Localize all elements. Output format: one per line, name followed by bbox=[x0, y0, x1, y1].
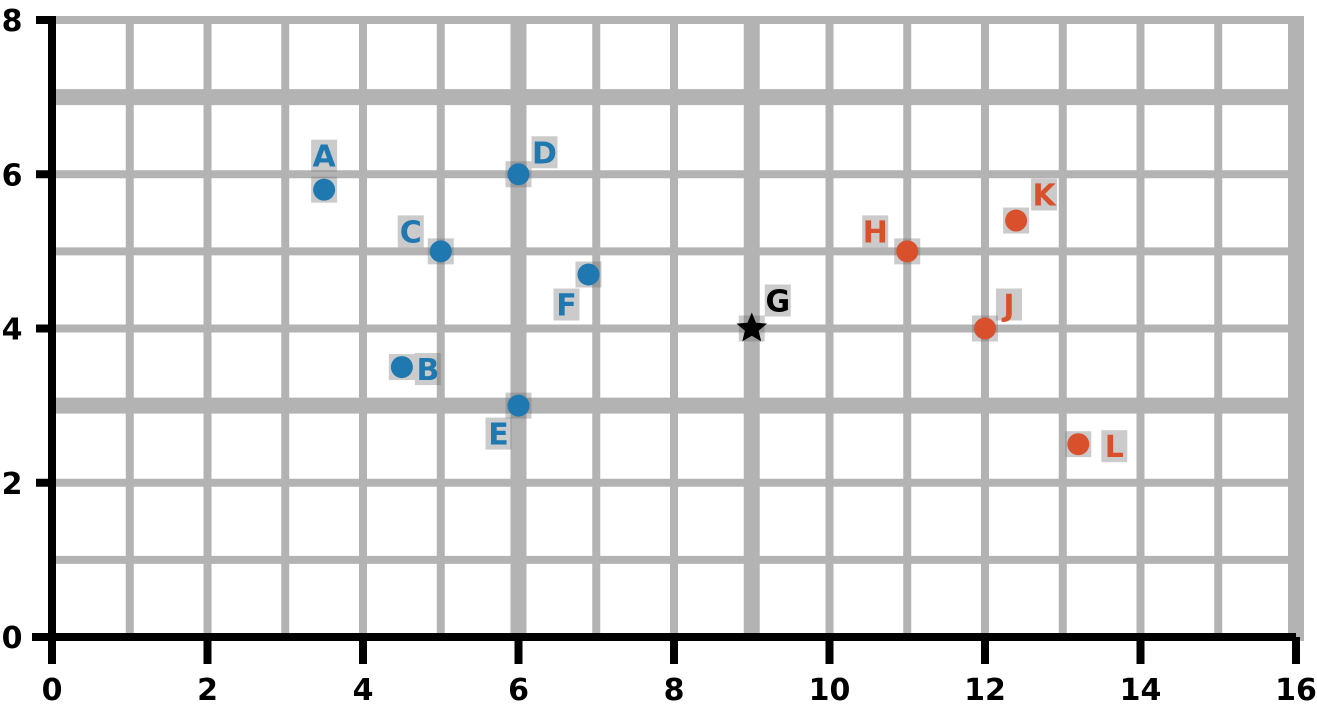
point-label: J bbox=[1001, 289, 1014, 324]
y-tick-label: 0 bbox=[2, 621, 23, 656]
point-label: H bbox=[863, 215, 888, 250]
x-tick-label: 2 bbox=[197, 673, 218, 708]
data-point-j: J bbox=[972, 288, 1022, 342]
circle-marker-icon bbox=[1005, 209, 1028, 232]
circle-marker-icon bbox=[390, 356, 413, 379]
x-tick-label: 16 bbox=[1275, 673, 1317, 708]
y-tick-label: 6 bbox=[2, 158, 23, 193]
point-label: G bbox=[765, 285, 790, 320]
circle-marker-icon bbox=[507, 163, 530, 186]
point-label: C bbox=[400, 215, 422, 250]
point-label: A bbox=[313, 140, 337, 175]
tick-labels: 0 2 4 6 8 10 12 14 16 0 2 4 6 8 bbox=[2, 4, 1317, 708]
point-label: D bbox=[532, 136, 557, 171]
circle-marker-icon bbox=[313, 178, 336, 201]
x-tick-label: 0 bbox=[42, 673, 63, 708]
label-halo bbox=[311, 139, 338, 172]
label-halo bbox=[414, 353, 441, 386]
data-point-d: D bbox=[505, 136, 558, 188]
data-point-k: K bbox=[1003, 178, 1058, 234]
y-tick-label: 8 bbox=[2, 4, 23, 39]
x-tick-label: 10 bbox=[809, 673, 851, 708]
circle-marker-icon bbox=[507, 394, 530, 417]
data-point-b: B bbox=[388, 353, 441, 388]
data-point-l: L bbox=[1065, 430, 1128, 465]
circle-marker-icon bbox=[896, 240, 919, 263]
label-halo bbox=[1031, 178, 1058, 211]
star-marker-icon bbox=[736, 312, 767, 342]
grid-lines bbox=[48, 16, 1304, 641]
point-label: E bbox=[488, 418, 509, 453]
point-label: B bbox=[416, 353, 439, 388]
point-label: K bbox=[1032, 179, 1057, 214]
label-halo bbox=[397, 215, 424, 248]
label-halo bbox=[531, 136, 558, 169]
y-tick-label: 4 bbox=[2, 313, 23, 348]
data-points: A B C D E F G H J K L bbox=[311, 136, 1128, 465]
circle-marker-icon bbox=[577, 263, 600, 286]
x-tick-label: 4 bbox=[353, 673, 374, 708]
label-halo bbox=[1101, 430, 1128, 463]
data-point-c: C bbox=[397, 215, 454, 265]
label-halo bbox=[862, 215, 889, 248]
point-label: L bbox=[1105, 430, 1124, 465]
data-point-e: E bbox=[485, 392, 532, 453]
label-halo bbox=[553, 288, 580, 321]
point-label: F bbox=[556, 289, 577, 324]
x-tick-label: 8 bbox=[664, 673, 685, 708]
data-point-g: G bbox=[736, 284, 791, 342]
y-tick-label: 2 bbox=[2, 467, 23, 502]
axes bbox=[32, 16, 1300, 664]
data-point-f: F bbox=[553, 261, 602, 324]
label-halo bbox=[764, 284, 791, 317]
x-tick-label: 14 bbox=[1120, 673, 1162, 708]
circle-marker-icon bbox=[1067, 433, 1090, 456]
circle-marker-icon bbox=[429, 240, 452, 263]
x-tick-label: 6 bbox=[508, 673, 529, 708]
label-halo bbox=[485, 417, 512, 450]
x-tick-label: 12 bbox=[964, 673, 1006, 708]
data-point-a: A bbox=[311, 139, 338, 203]
label-halo bbox=[996, 288, 1022, 321]
data-point-h: H bbox=[862, 215, 921, 265]
circle-marker-icon bbox=[974, 317, 996, 340]
